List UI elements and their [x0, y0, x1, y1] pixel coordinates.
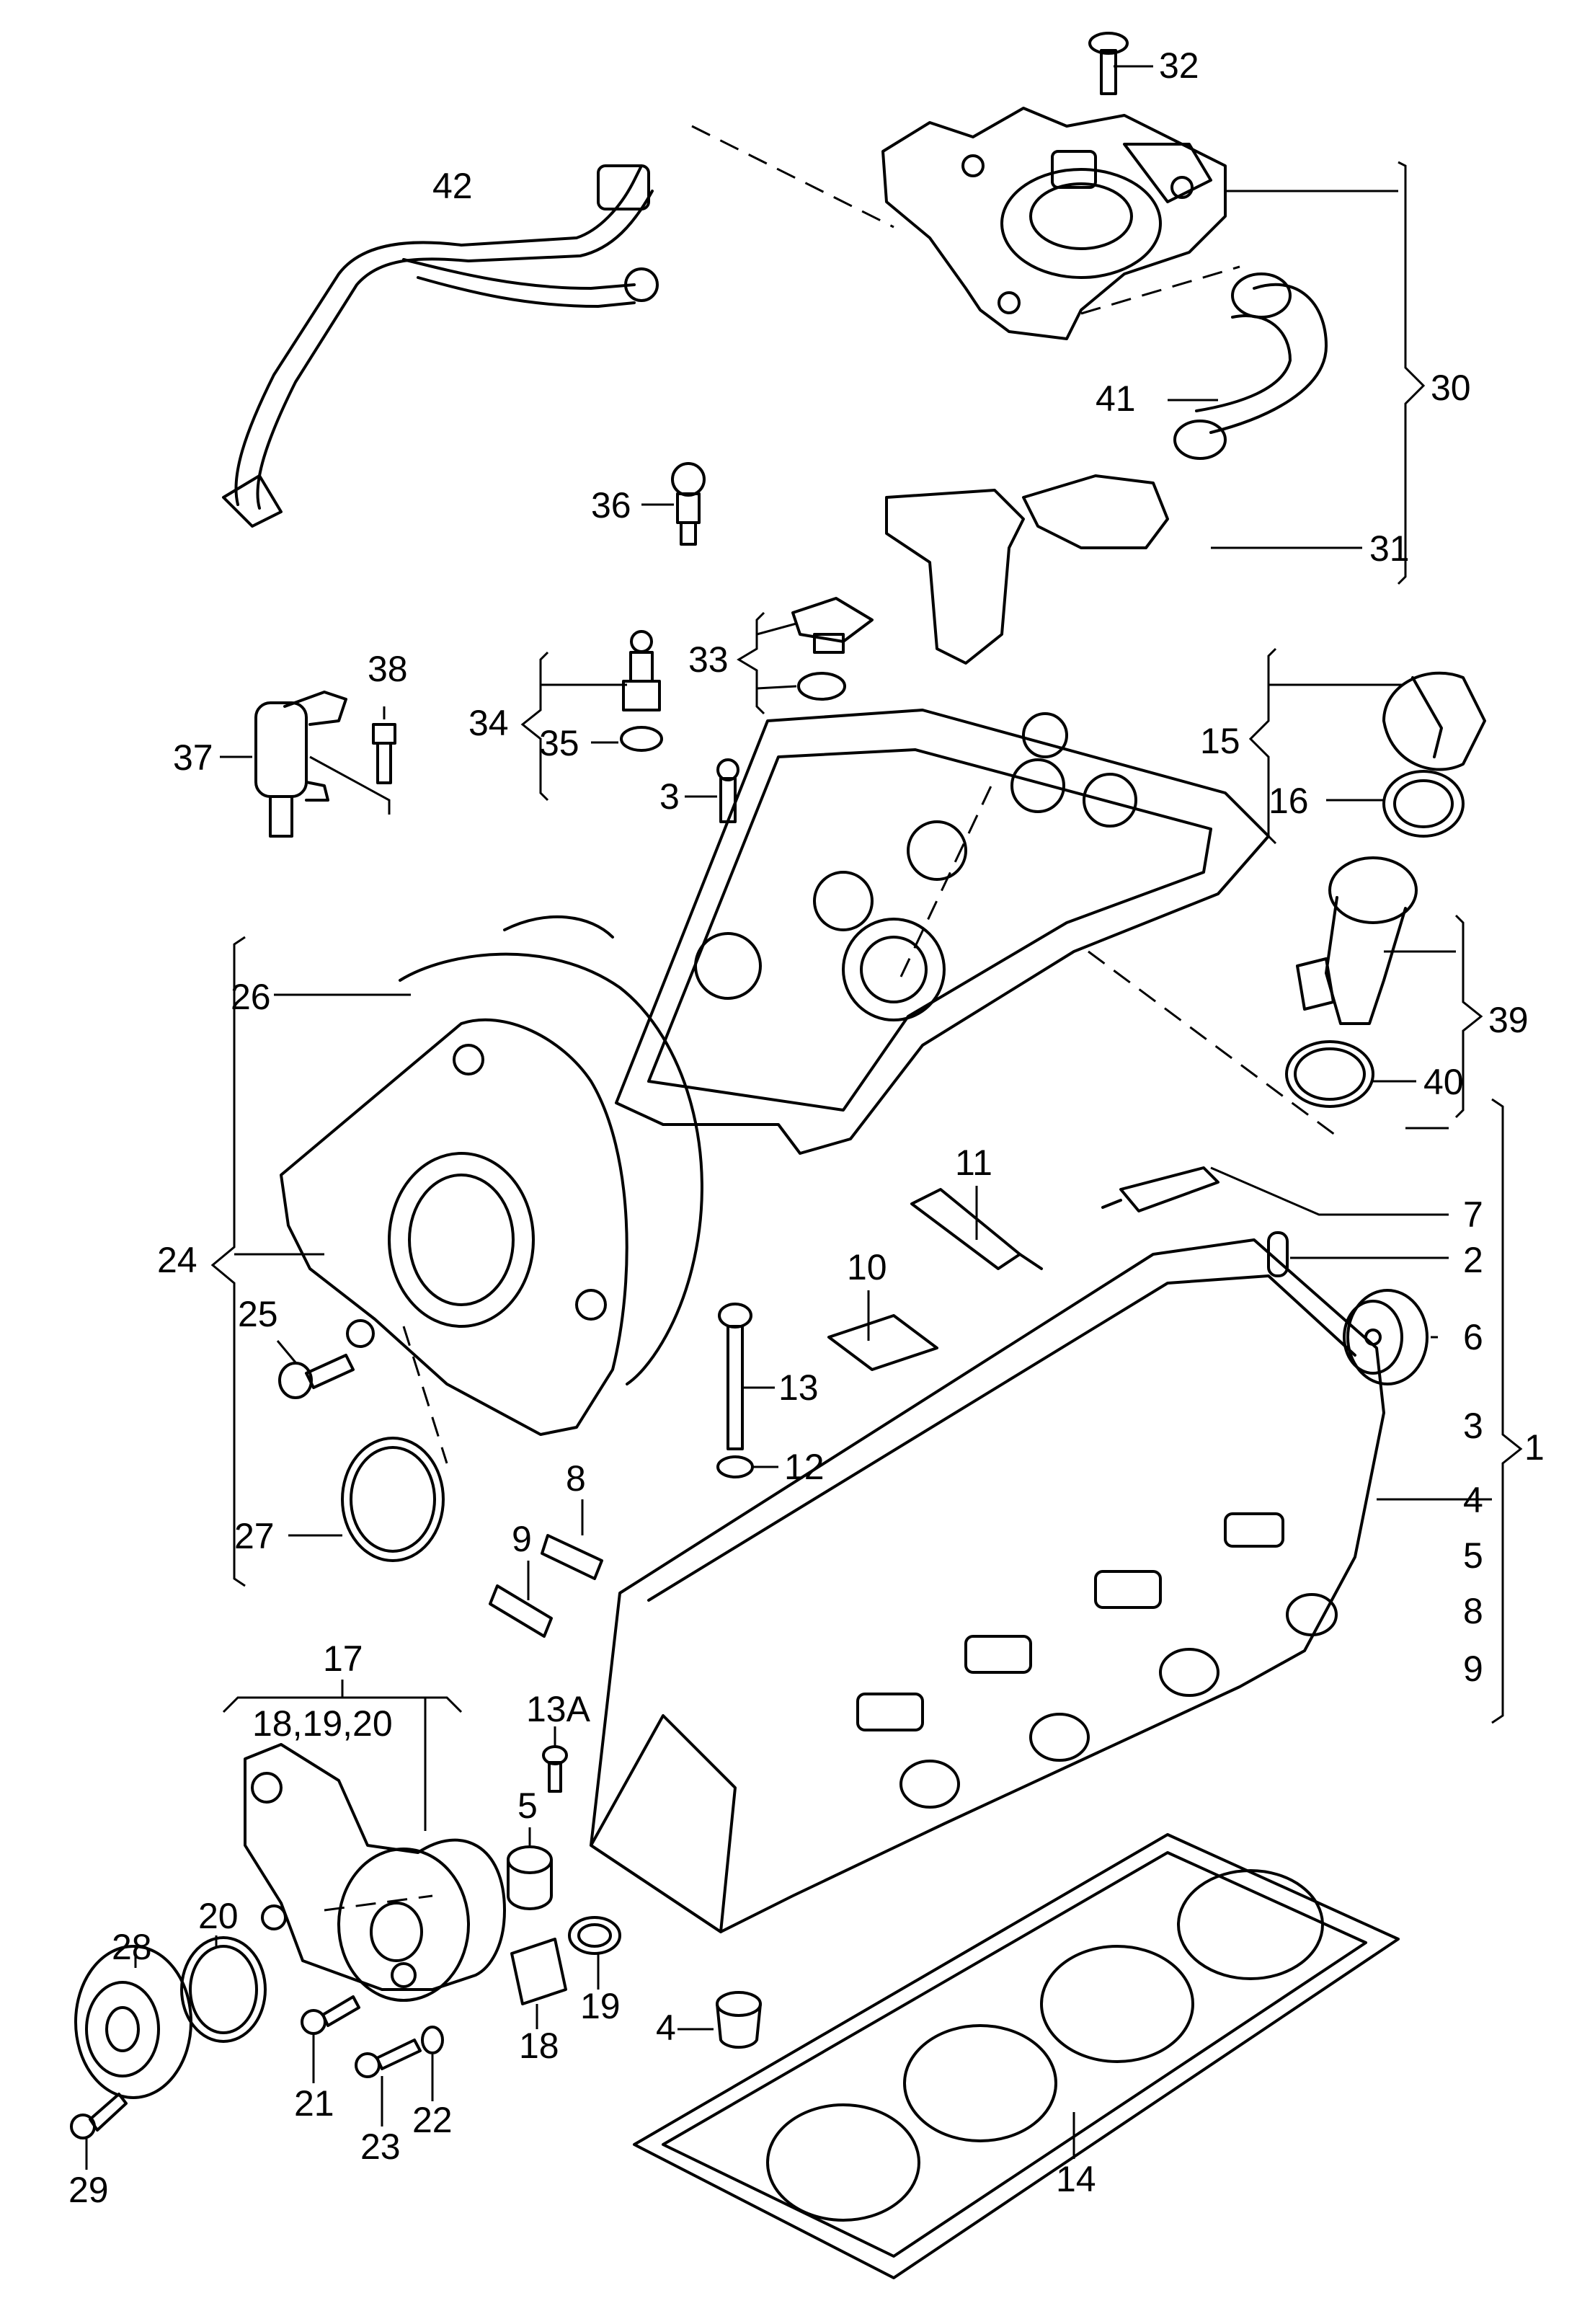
label-4-left: 4: [656, 2008, 676, 2048]
label-9-top: 9: [512, 1519, 532, 1559]
part-26-cover-gasket: [399, 915, 703, 1385]
part-23-bolt: [355, 2039, 422, 2078]
label-7: 7: [1463, 1194, 1483, 1235]
part-42-hose-assembly: [222, 164, 659, 528]
label-40: 40: [1423, 1062, 1464, 1102]
label-35: 35: [539, 723, 579, 763]
part-39-filler-neck: [1296, 856, 1418, 1025]
label-29: 29: [68, 2170, 109, 2210]
leader-lines: [85, 65, 1523, 2170]
label-38: 38: [368, 649, 408, 689]
part-4-bushing: [716, 1991, 762, 2049]
part-37-solenoid: [254, 691, 347, 838]
label-13A: 13A: [526, 1689, 591, 1729]
label-11: 11: [955, 1143, 992, 1183]
part-12-washer: [716, 1455, 754, 1478]
label-13: 13: [778, 1367, 819, 1408]
label-34: 34: [468, 703, 509, 743]
part-20-o-ring: [180, 1936, 267, 2043]
label-8-top: 8: [566, 1458, 586, 1499]
part-3-bolt: [716, 758, 739, 823]
label-20: 20: [198, 1896, 239, 1936]
part-19-seal: [568, 1916, 621, 1955]
part-25-bolt: [278, 1354, 355, 1399]
part-40-o-ring: [1285, 1040, 1374, 1108]
part-32-screw: [1088, 32, 1129, 95]
label-18-19-20: 18,19,20: [252, 1703, 393, 1744]
callout-labels: 32 42 30 41 36 31 33 38 34 35 15 37 3 16…: [68, 45, 1545, 2210]
label-3-right: 3: [1463, 1406, 1483, 1446]
label-18: 18: [519, 2026, 559, 2066]
part-38-bolt: [372, 723, 396, 784]
label-5-left: 5: [517, 1786, 538, 1826]
label-33: 33: [688, 639, 729, 680]
part-41-elbow-hose: [1173, 272, 1328, 460]
part-14-head-gasket: [633, 1833, 1400, 2279]
part-13A-bolt: [542, 1745, 568, 1793]
label-9-right: 9: [1463, 1649, 1483, 1689]
label-23: 23: [360, 2126, 401, 2167]
label-3-top: 3: [659, 776, 680, 817]
label-24: 24: [157, 1240, 197, 1280]
label-17: 17: [323, 1638, 363, 1679]
label-32: 32: [1159, 45, 1199, 86]
part-8-stud: [541, 1534, 603, 1580]
label-21: 21: [294, 2083, 334, 2124]
label-15: 15: [1200, 721, 1240, 761]
label-28: 28: [112, 1927, 152, 1967]
part-16-seal-ring: [1382, 770, 1465, 838]
part-30-breather-housing: [881, 107, 1227, 340]
label-30: 30: [1431, 368, 1471, 408]
label-26: 26: [231, 977, 271, 1017]
label-1: 1: [1524, 1427, 1545, 1468]
part-10-shim: [827, 1314, 938, 1371]
part-17-bracket: [244, 1743, 506, 2002]
part-18-bushing: [510, 1938, 567, 2005]
label-27: 27: [234, 1516, 275, 1556]
part-22-washer: [421, 2026, 444, 2054]
part-1-cylinder-head: [590, 1238, 1385, 1933]
part-15-filler-cap: [1382, 671, 1486, 771]
part-29-bolt: [70, 2093, 128, 2139]
label-12: 12: [784, 1447, 825, 1487]
label-36: 36: [591, 485, 631, 525]
part-9-stud: [489, 1584, 553, 1638]
part-28-flange: [74, 1945, 192, 2099]
label-16: 16: [1269, 781, 1309, 821]
label-4-right: 4: [1463, 1480, 1483, 1520]
label-14: 14: [1056, 2159, 1096, 2199]
part-31-gasket: [885, 474, 1169, 665]
part-21-bolt: [301, 1995, 360, 2035]
label-10: 10: [847, 1247, 887, 1287]
label-19: 19: [580, 1986, 621, 2026]
part-6-sprocket: [1343, 1289, 1429, 1385]
part-27-o-ring: [341, 1437, 445, 1562]
part-7-sealant-tube: [1101, 1166, 1219, 1212]
label-42: 42: [432, 166, 473, 206]
part-24-timing-cover: [280, 1018, 628, 1436]
part-33-valve: [791, 597, 874, 701]
part-36-stud: [671, 462, 706, 546]
label-22: 22: [412, 2100, 453, 2140]
assembly-lines: [324, 125, 1341, 1912]
part-34-sender: [622, 630, 661, 711]
label-41: 41: [1096, 378, 1136, 419]
label-31: 31: [1369, 528, 1410, 569]
part-13-head-bolt: [718, 1303, 752, 1450]
label-2: 2: [1463, 1240, 1483, 1280]
part-cylinder-head-cover: [615, 709, 1270, 1155]
part-11-sealant-tube: [910, 1188, 1043, 1270]
label-8-right: 8: [1463, 1591, 1483, 1631]
label-5-right: 5: [1463, 1535, 1483, 1576]
part-35-seal: [620, 726, 663, 752]
label-6: 6: [1463, 1317, 1483, 1357]
label-39: 39: [1488, 1000, 1529, 1040]
label-37: 37: [173, 737, 213, 778]
part-5-bushing: [507, 1845, 553, 1910]
label-25: 25: [238, 1294, 278, 1334]
